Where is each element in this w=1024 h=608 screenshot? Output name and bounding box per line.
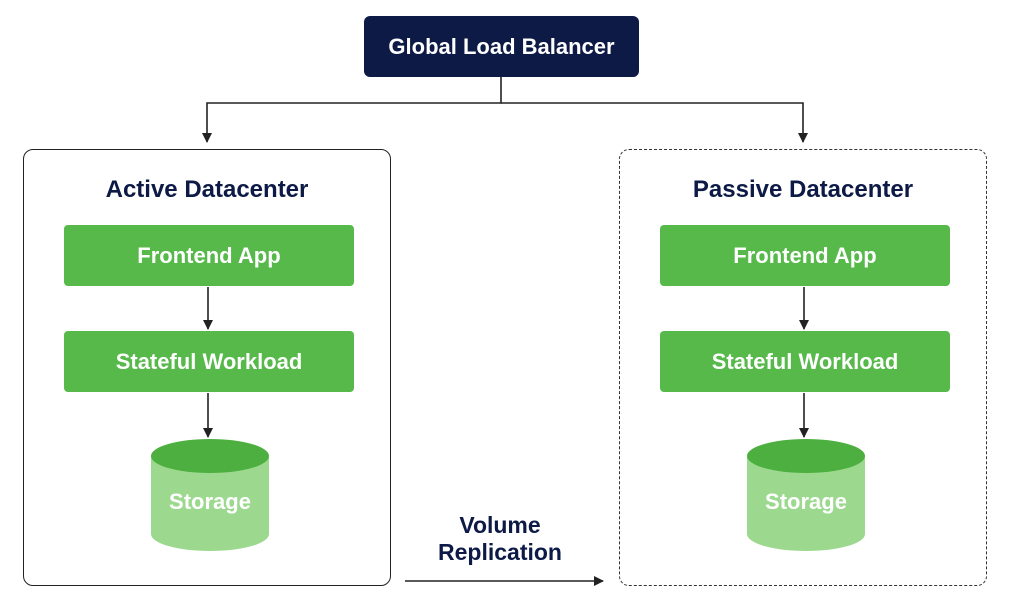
global-load-balancer: Global Load Balancer xyxy=(364,16,639,77)
passive-datacenter-title: Passive Datacenter xyxy=(692,176,914,203)
volume-replication-label: Volume Replication xyxy=(400,512,600,566)
passive-frontend-label: Frontend App xyxy=(733,242,877,268)
active-datacenter: Active Datacenter Frontend App Stateful … xyxy=(23,149,391,586)
active-frontend-app: Frontend App xyxy=(64,225,354,286)
lb-to-active-arrow xyxy=(202,77,502,143)
replication-line-2: Replication xyxy=(438,539,562,565)
passive-internal-arrows xyxy=(799,287,809,438)
passive-datacenter: Passive Datacenter Frontend App Stateful… xyxy=(619,149,987,586)
passive-stateful-workload: Stateful Workload xyxy=(660,331,950,392)
replication-line-1: Volume xyxy=(459,512,541,538)
active-frontend-label: Frontend App xyxy=(137,242,281,268)
passive-storage-label: Storage xyxy=(765,489,847,514)
passive-frontend-app: Frontend App xyxy=(660,225,950,286)
database-icon xyxy=(747,439,865,551)
active-stateful-label: Stateful Workload xyxy=(115,348,303,374)
active-storage-cylinder: Storage xyxy=(151,439,269,551)
active-datacenter-title: Active Datacenter xyxy=(105,176,309,203)
passive-storage-cylinder: Storage xyxy=(747,439,865,551)
active-storage-label: Storage xyxy=(169,489,251,514)
lb-to-passive-arrow xyxy=(501,102,808,143)
load-balancer-label: Global Load Balancer xyxy=(388,33,615,59)
active-internal-arrows xyxy=(203,287,213,438)
active-stateful-workload: Stateful Workload xyxy=(64,331,354,392)
database-icon xyxy=(151,439,269,551)
passive-stateful-label: Stateful Workload xyxy=(711,348,899,374)
